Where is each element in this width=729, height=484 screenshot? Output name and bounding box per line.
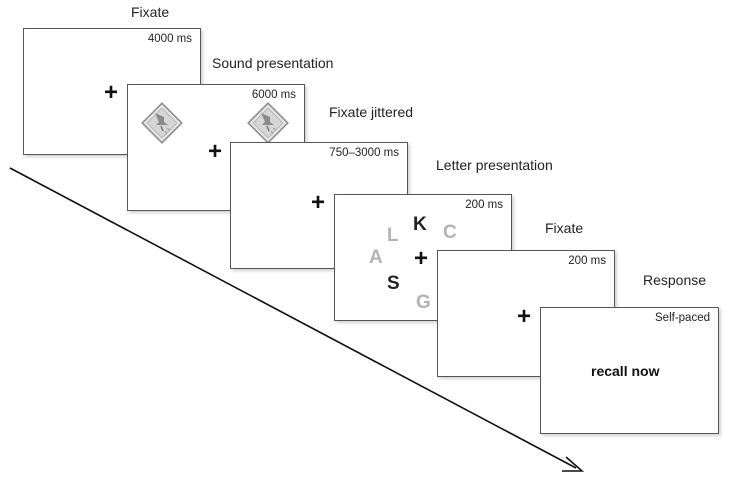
fixation-cross: +	[104, 79, 119, 106]
stage-1-duration: 4000 ms	[147, 33, 192, 45]
stage-6-panel: Self-paced recall now	[540, 307, 719, 434]
fixation-cross: +	[311, 189, 326, 216]
fixation-cross: +	[414, 245, 429, 272]
stage-1-label: Fixate	[131, 4, 170, 20]
stage-2-duration: 6000 ms	[251, 89, 296, 101]
letter-top: K	[413, 214, 427, 235]
stage-6-duration: Self-paced	[655, 312, 710, 324]
stage-5-label: Fixate	[545, 220, 584, 236]
letter-upper-left: L	[387, 225, 399, 246]
fixation-cross: +	[208, 138, 223, 165]
fixation-cross: +	[517, 303, 532, 330]
stage-4-label: Letter presentation	[436, 157, 553, 173]
stage-4-duration: 200 ms	[465, 199, 503, 211]
letter-bottom: G	[416, 292, 431, 313]
recall-prompt: recall now	[591, 363, 660, 379]
stage-2-label: Sound presentation	[212, 55, 334, 71]
letter-lower-left: S	[387, 273, 400, 294]
stage-3-label: Fixate jittered	[329, 104, 414, 120]
stage-6-label: Response	[643, 272, 707, 288]
letter-left: A	[369, 247, 383, 268]
stage-5-duration: 200 ms	[568, 255, 606, 267]
stage-3-duration: 750–3000 ms	[329, 147, 399, 159]
speaker-icon	[141, 102, 183, 144]
letter-upper-right: C	[443, 222, 457, 243]
speaker-icon	[247, 102, 289, 144]
